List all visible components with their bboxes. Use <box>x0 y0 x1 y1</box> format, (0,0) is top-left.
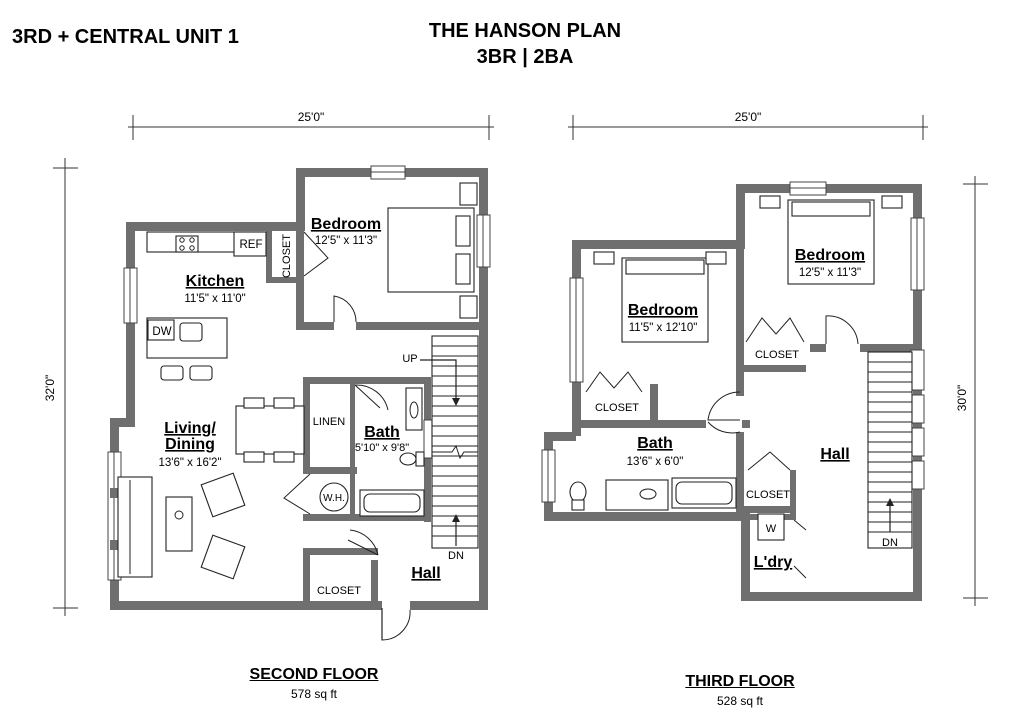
kitchen-size: 11'5" x 11'0" <box>184 293 245 305</box>
bath-name: Bath <box>637 435 673 452</box>
dw-label: DW <box>152 326 171 338</box>
third-floor-width-dimension: 25'0" <box>568 110 928 140</box>
third-floor-bedroom-furniture <box>593 195 903 343</box>
stair-down-label: DN <box>882 537 898 549</box>
second-floor-interior-walls <box>266 230 480 608</box>
armchair-icon <box>200 534 246 580</box>
washer-icon <box>757 513 785 541</box>
plan-name: THE HANSON PLAN <box>428 20 622 42</box>
third-floor-windows <box>541 181 925 503</box>
refrigerator-icon <box>233 231 267 257</box>
closet-right-label: CLOSET <box>755 349 799 361</box>
laundry-name: L'dry <box>754 554 793 571</box>
sofa-icon <box>117 476 153 578</box>
hall-name: Hall <box>411 565 440 582</box>
living-furniture <box>117 397 305 580</box>
bath-size: 13'6" x 6'0" <box>627 456 684 468</box>
second-floor-area: 578 sq ft <box>290 687 338 701</box>
ref-label: REF <box>240 239 263 251</box>
toilet-icon <box>399 452 417 466</box>
bedroom-size: 12'5" x 11'3" <box>315 235 377 247</box>
closet-hall-label: CLOSET <box>317 585 361 597</box>
linen-label: LINEN <box>313 416 345 428</box>
third-floor-plan: 25'0" 30'0" <box>541 110 988 606</box>
second-floor-labels: Bedroom 12'5" x 11'3" Kitchen 11'5" x 11… <box>152 216 464 597</box>
third-floor-labels: Bedroom 11'5" x 12'10" Bedroom 12'5" x 1… <box>595 247 898 571</box>
second-floor-bedroom-furniture <box>387 182 478 319</box>
bedroom-left-name: Bedroom <box>628 302 698 319</box>
second-floor-depth-label: 32'0" <box>43 375 57 402</box>
vanity-icon <box>605 479 669 511</box>
second-floor-depth-dimension: 32'0" <box>43 158 78 616</box>
living-size: 13'6" x 16'2" <box>158 457 221 469</box>
kitchen-name: Kitchen <box>186 273 245 290</box>
third-floor-width-label: 25'0" <box>735 110 762 124</box>
dining-name: Dining <box>165 436 215 453</box>
hall-name: Hall <box>820 446 849 463</box>
third-floor-area: 528 sq ft <box>716 694 764 708</box>
third-floor-stair <box>867 351 913 549</box>
stair-down-label: DN <box>448 550 464 562</box>
kitchen-fixtures <box>146 231 267 381</box>
unit-title: 3RD + CENTRAL UNIT 1 <box>12 26 239 48</box>
bedroom-left-size: 11'5" x 12'10" <box>629 322 698 334</box>
water-heater-label: W.H. <box>323 493 345 504</box>
second-floor-bath-fixtures <box>319 387 425 517</box>
third-floor-interior-walls <box>576 248 920 520</box>
sink-icon <box>179 322 203 342</box>
second-floor-doors <box>283 231 411 641</box>
second-floor-width-label: 25'0" <box>298 110 325 124</box>
third-floor-depth-dimension: 30'0" <box>955 176 988 606</box>
bath-name: Bath <box>364 424 400 441</box>
bedroom-right-size: 12'5" x 11'3" <box>799 267 861 279</box>
bed-bath-count: 3BR | 2BA <box>476 46 574 68</box>
coffee-table <box>165 496 193 552</box>
washer-label: W <box>766 523 777 535</box>
third-floor-doors <box>585 315 859 579</box>
second-floor-caption: SECOND FLOOR 578 sq ft <box>214 666 414 701</box>
vanity-icon <box>405 387 423 431</box>
bedroom-right-name: Bedroom <box>795 247 865 264</box>
bath-size: 5'10" x 9'8" <box>355 442 409 454</box>
stove-icon <box>175 235 199 253</box>
dishwasher-icon <box>147 319 175 341</box>
armchair-icon <box>200 472 246 518</box>
toilet-icon <box>569 481 587 503</box>
closet-bedroom-label: CLOSET <box>281 234 293 278</box>
third-floor-caption: THIRD FLOOR 528 sq ft <box>640 673 840 708</box>
water-heater-icon <box>319 482 349 512</box>
dining-table <box>235 405 305 455</box>
closet-hall-label: CLOSET <box>746 489 790 501</box>
third-floor-bath-fixtures <box>569 477 785 541</box>
stair-up-label: UP <box>402 353 417 365</box>
second-floor-width-dimension: 25'0" <box>128 110 494 140</box>
second-floor-plan: 25'0" 32'0" <box>43 110 494 641</box>
third-floor-title: THIRD FLOOR <box>685 673 795 690</box>
second-floor-stair <box>420 335 479 549</box>
second-floor-title: SECOND FLOOR <box>249 666 379 683</box>
living-name: Living/ <box>164 420 216 437</box>
third-floor-depth-label: 30'0" <box>955 385 969 412</box>
bedroom-name: Bedroom <box>311 216 381 233</box>
closet-left-label: CLOSET <box>595 402 639 414</box>
